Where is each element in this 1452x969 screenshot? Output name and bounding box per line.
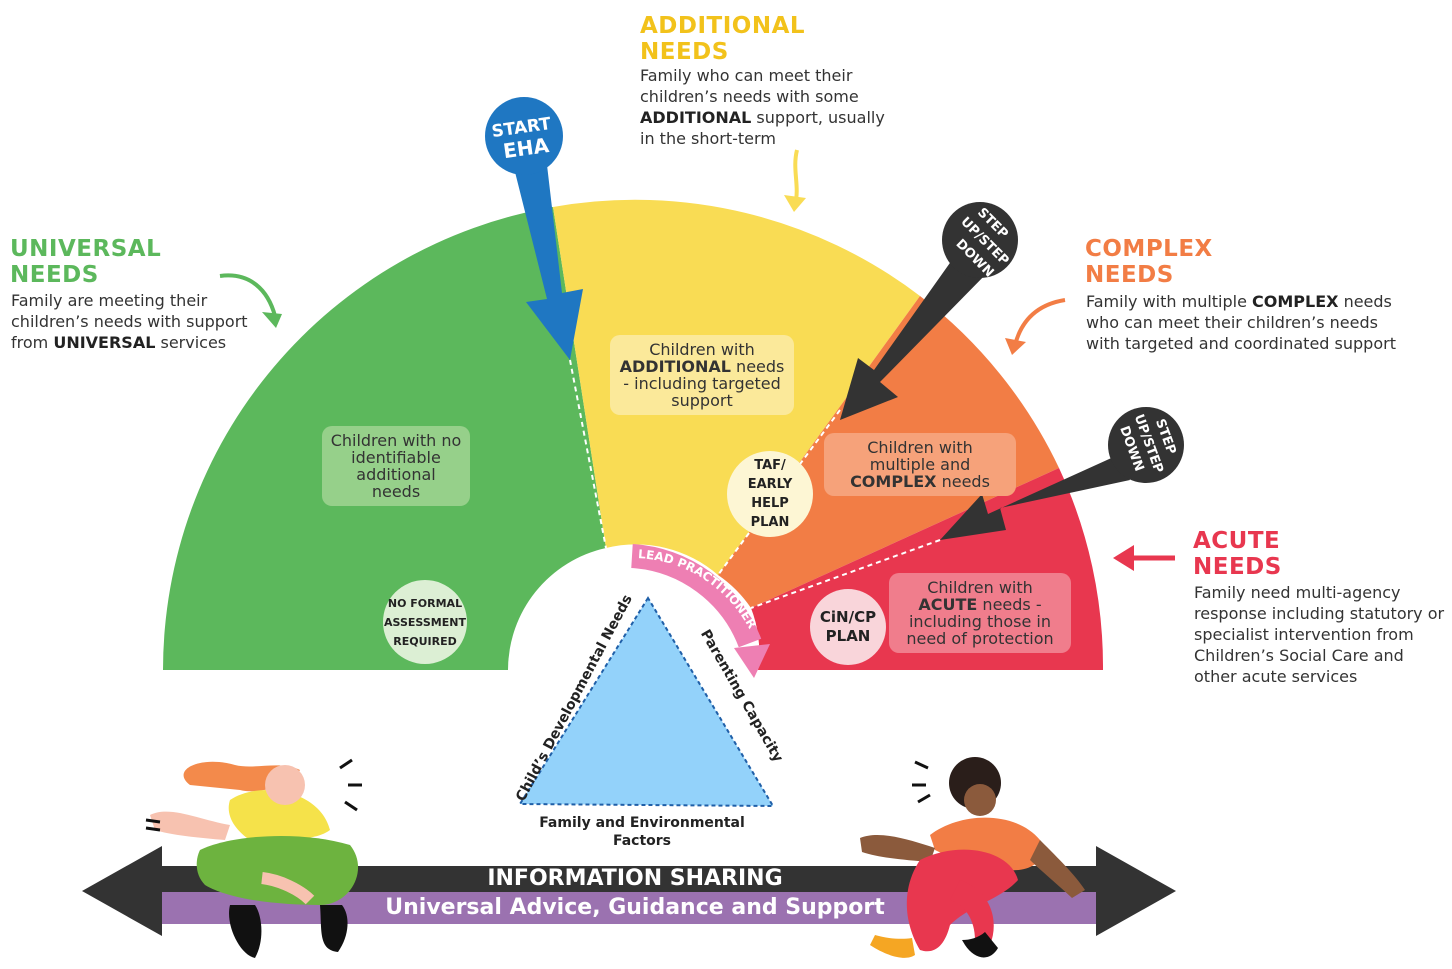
start-eha-marker: START EHA	[485, 97, 583, 360]
additional-heading: ADDITIONAL NEEDS	[640, 13, 806, 65]
information-sharing-label: INFORMATION SHARING	[487, 866, 783, 891]
assessment-triangle	[518, 596, 775, 808]
universal-description: Family are meeting their children’s need…	[11, 291, 248, 352]
complex-heading: COMPLEX NEEDS	[1085, 236, 1213, 288]
taf-early-help-badge: TAF/ EARLY HELP PLAN	[727, 451, 813, 537]
acute-zone-label: Children with ACUTE needs - including th…	[889, 573, 1071, 653]
divider-line	[569, 359, 607, 549]
acute-heading: ACUTE NEEDS	[1193, 528, 1282, 580]
universal-zone-label: Children with no identifiable additional…	[322, 426, 470, 506]
universal-pointer-arrow	[219, 273, 282, 328]
acute-description: Family need multi-agency response includ…	[1194, 583, 1445, 686]
additional-pointer-arrow	[784, 149, 806, 212]
additional-description: Family who can meet their children’s nee…	[640, 66, 885, 148]
triangle-bottom-label: Family and Environmental Factors	[539, 815, 745, 849]
acute-pointer-arrow	[1113, 545, 1175, 571]
cin-cp-plan-badge: CiN/CP PLAN	[810, 589, 886, 665]
person-left-illustration	[145, 758, 362, 958]
complex-zone-label: Children with multiple and COMPLEX needs	[824, 433, 1016, 496]
complex-description: Family with multiple COMPLEX needs who c…	[1086, 292, 1396, 353]
divider-line	[750, 539, 941, 609]
complex-pointer-arrow	[1005, 298, 1066, 355]
no-formal-assessment-badge: NO FORMAL ASSESSMENT REQUIRED	[383, 580, 467, 664]
universal-advice-label: Universal Advice, Guidance and Support	[385, 895, 885, 920]
person-right-illustration	[860, 757, 1085, 958]
step-marker-lower: STEP UP/STEP DOWN	[940, 407, 1184, 540]
additional-zone-label: Children with ADDITIONAL needs - includi…	[610, 335, 794, 415]
universal-heading: UNIVERSAL NEEDS	[10, 236, 162, 288]
step-marker-upper: STEP UP/STEP DOWN	[840, 202, 1018, 420]
